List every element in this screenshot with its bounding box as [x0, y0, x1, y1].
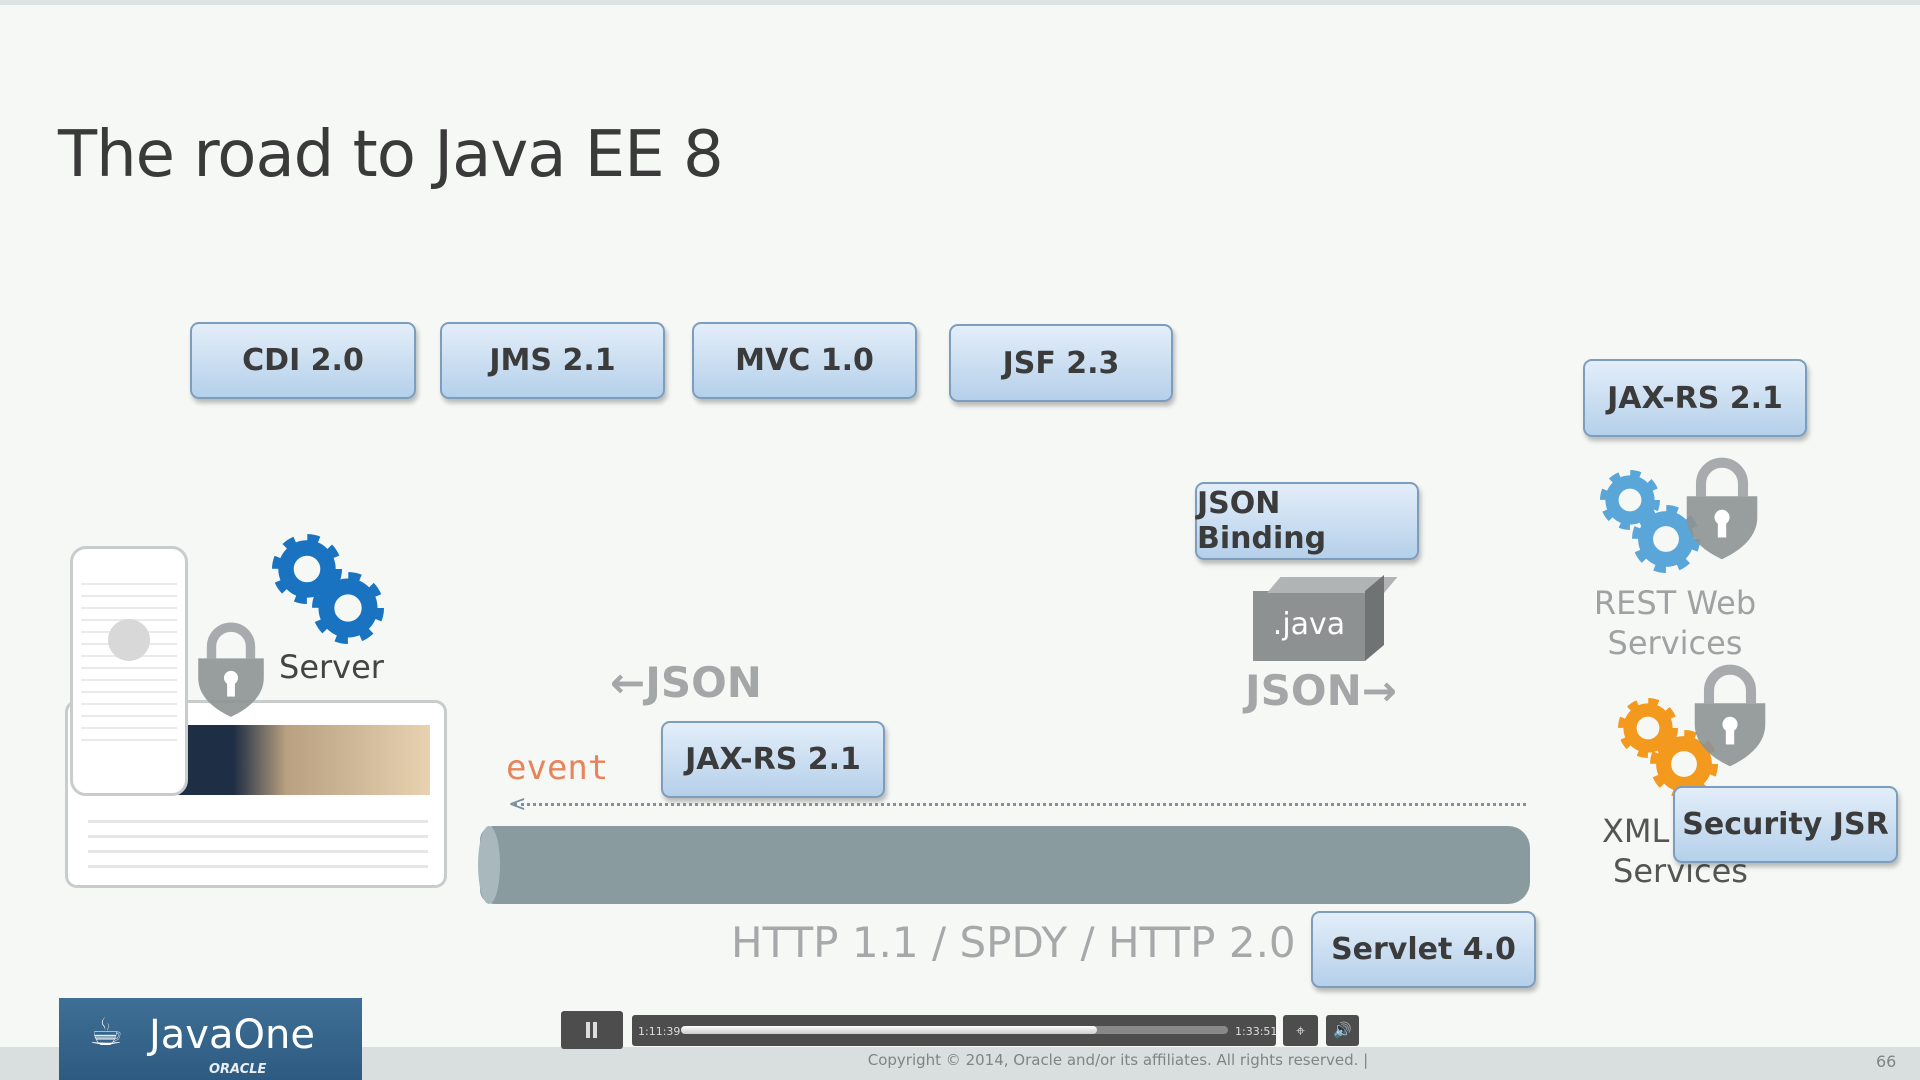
http-pipe [480, 826, 1530, 904]
current-time: 1:11:39 [638, 1025, 681, 1038]
total-time: 1:33:51 [1235, 1025, 1278, 1038]
jsr-jaxrs-top: JAX-RS 2.1 [1583, 359, 1807, 437]
jsr-jms: JMS 2.1 [440, 322, 665, 399]
gear-icon [312, 572, 384, 644]
pause-icon [586, 1022, 590, 1038]
event-label: event [506, 748, 609, 788]
tablet-illustration [65, 700, 447, 888]
event-arrow [514, 803, 1526, 806]
java-file-cube: .java [1253, 575, 1398, 661]
lock-icon [192, 612, 270, 732]
xml-label: XML [1602, 812, 1670, 850]
jsr-servlet: Servlet 4.0 [1311, 911, 1536, 988]
http-label: HTTP 1.1 / SPDY / HTTP 2.0 [731, 918, 1296, 967]
json-left-label: ←JSON [610, 658, 762, 707]
jsr-cdi: CDI 2.0 [190, 322, 416, 399]
seek-bar[interactable] [681, 1026, 1228, 1034]
top-border [0, 0, 1920, 5]
fullscreen-icon: ⌖ [1295, 1021, 1305, 1040]
jsr-jsf: JSF 2.3 [949, 324, 1173, 402]
lock-icon [1688, 655, 1772, 781]
http-pipe-end [478, 826, 500, 904]
pause-button[interactable] [561, 1011, 623, 1049]
jsr-security: Security JSR [1673, 786, 1898, 863]
copyright-text: Copyright © 2014, Oracle and/or its affi… [867, 1051, 1369, 1069]
javaone-logo: ☕ JavaOne ORACLE [59, 998, 362, 1080]
fullscreen-button[interactable]: ⌖ [1283, 1015, 1318, 1046]
jsr-json-binding: JSON Binding [1195, 482, 1419, 560]
volume-button[interactable]: 🔊 [1326, 1015, 1359, 1046]
json-right-label: JSON→ [1245, 666, 1397, 715]
jsr-mvc: MVC 1.0 [692, 322, 917, 399]
seek-progress [681, 1026, 1097, 1034]
seek-bar-container: 1:11:39 1:33:51 [632, 1015, 1278, 1046]
phone-illustration [70, 546, 188, 796]
volume-icon: 🔊 [1333, 1021, 1352, 1039]
page-number: 66 [1876, 1052, 1897, 1071]
slide-title: The road to Java EE 8 [58, 118, 724, 192]
lock-icon [1680, 448, 1764, 574]
rest-services-label: REST Web Services [1593, 584, 1757, 662]
jsr-jaxrs-mid: JAX-RS 2.1 [661, 721, 885, 798]
server-label: Server [279, 648, 384, 686]
